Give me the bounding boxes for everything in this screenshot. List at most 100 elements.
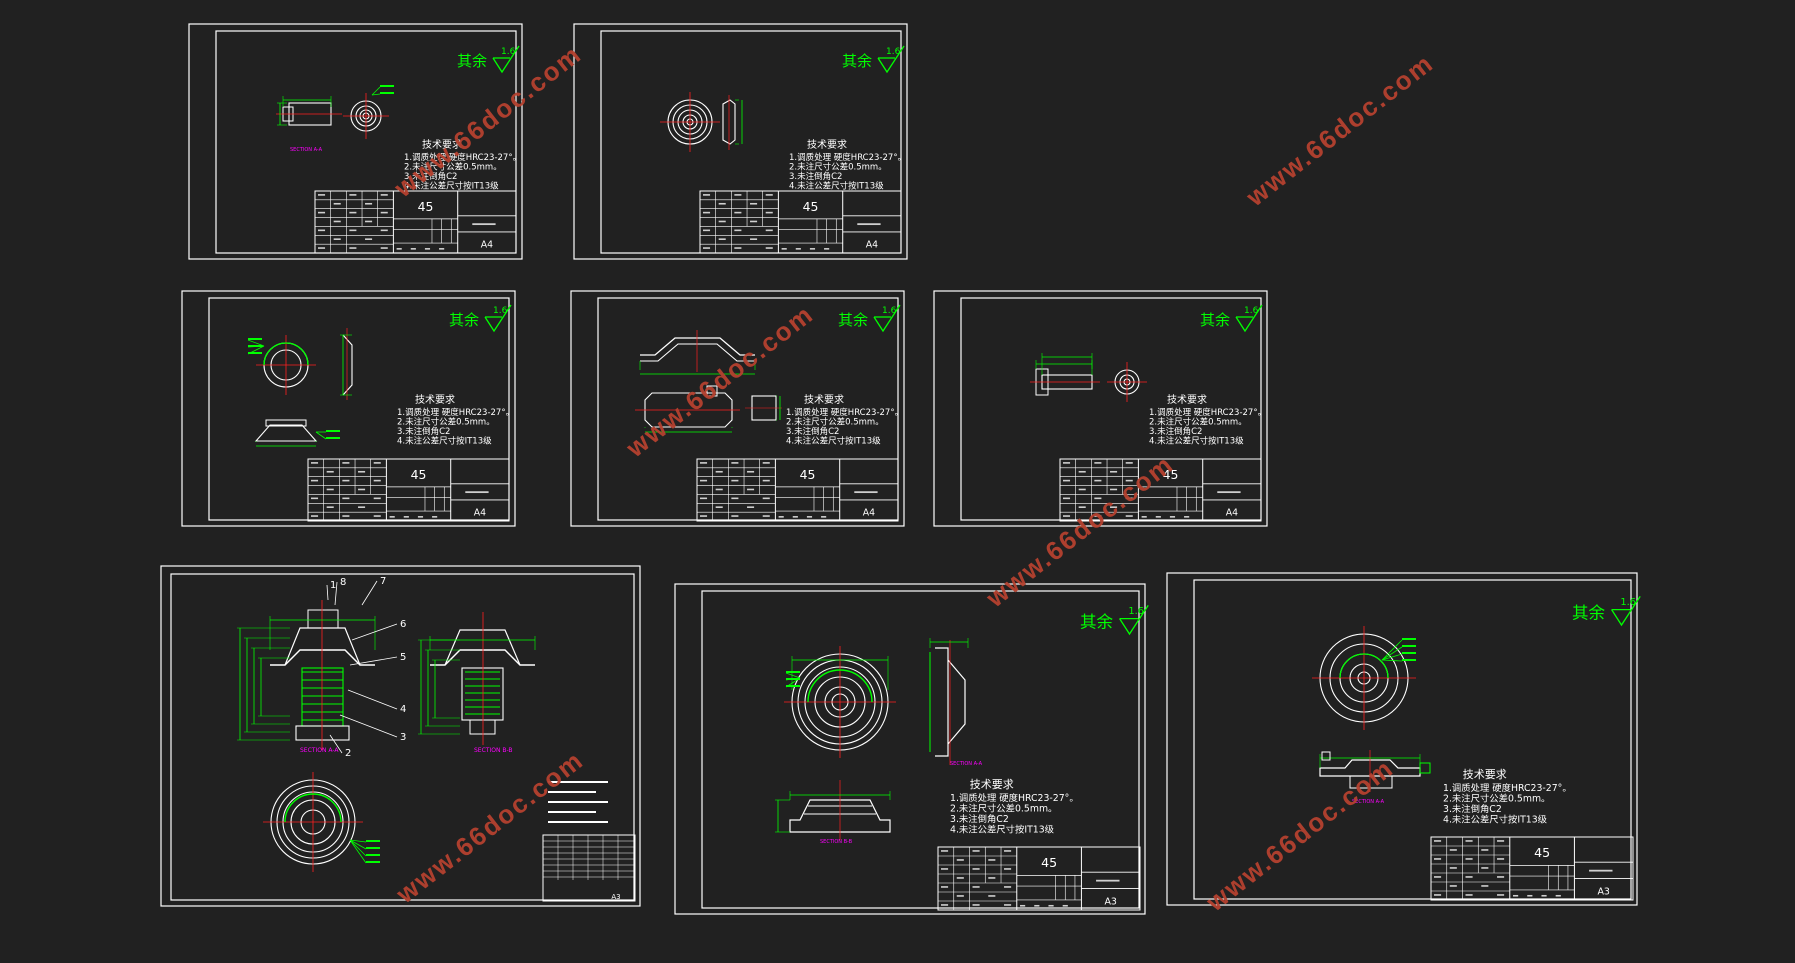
title-block-fine-print [857,223,881,226]
title-block-fine-print [956,859,964,861]
part-profile [254,424,318,442]
balloon-number: 1 [330,580,336,591]
title-block-fine-print [1184,516,1190,518]
assembly-note-line [548,821,608,823]
balloon-leader [329,734,343,754]
title-block-fine-print [342,515,350,517]
leader-line [371,86,381,96]
title-block-fine-print [311,497,319,500]
title-block-fine-print [1004,904,1012,906]
title-block-fine-print [941,886,949,888]
balloon-number: 4 [400,704,406,715]
title-block-fine-print [342,462,350,464]
title-block-fine-print [1063,497,1071,500]
title-block-fine-print [1434,894,1442,896]
roughness-value-label: 1.6 [501,47,516,57]
title-block-fine-print [472,223,496,226]
section-arc [807,669,873,703]
sheet-size-label: A4 [863,507,875,518]
title-block-fine-print [734,211,742,214]
title-block-border [937,846,1141,911]
title-block-fine-print [349,211,357,214]
tech-line: 3.未注倒角C2 [1443,803,1502,815]
title-block-fine-print [1110,488,1118,491]
dimension-value [366,840,380,842]
title-block-fine-print [349,194,357,196]
roughness-check-mark [484,304,512,333]
title-block-fine-print [747,506,755,508]
datum-box [1419,762,1431,774]
section-arc [263,342,309,366]
leader-line [1381,659,1403,662]
title-block-fine-print [1078,506,1086,508]
title-block-fine-print [1125,515,1133,517]
title-block-fine-print [972,904,980,906]
title-block-fine-print [1155,516,1161,518]
title-block-fine-print [396,248,402,250]
tech-line: 2.未注尺寸公差0.5mm。 [1443,793,1550,805]
leader-line [1381,653,1403,661]
part-profile [644,392,733,428]
sheet-outer-border [674,583,1146,915]
dimension-value [1402,645,1416,647]
tech-line: 4.未注公差尺寸按IT13级 [404,181,499,192]
title-block-fine-print [1449,849,1457,851]
sheet-outer-border [1166,572,1638,906]
title-block-fine-print [410,248,416,250]
assembly-note-line [548,781,608,783]
assembly-note-line [548,791,596,793]
title-block-fine-print [380,247,388,249]
side-view: SECTION A-A [276,96,342,153]
sheet-outer-border [160,565,641,907]
sheet-size-label: A4 [481,239,493,250]
sheet-inner-frame [701,590,1140,909]
title-block-fine-print [1078,488,1086,491]
title-block-fine-print [311,462,319,464]
title-block-fine-print [750,202,758,205]
title-block-fine-print [734,229,742,232]
title-block-fine-print [1078,470,1086,473]
tech-line: 2.未注尺寸公差0.5mm。 [404,162,502,173]
title-block-fine-print [1063,462,1071,464]
title-block-fine-print [734,247,742,249]
roughness-note-label: 其余 [1080,612,1114,631]
sheet-inner-frame [208,297,510,521]
section-arc [284,793,342,823]
sheet-size-label: A3 [1104,896,1116,907]
tech-line: 3.未注倒角C2 [786,426,839,437]
plan-view [1107,362,1147,402]
balloon-number: 3 [400,732,406,743]
title-block-fine-print [417,516,424,518]
dimension-value [786,671,800,673]
dimension-value [366,861,380,863]
plan-view [660,92,720,152]
section-label: SECTION B-B [820,839,853,845]
title-block-fine-print [824,248,830,250]
roughness-check-mark [1119,605,1149,636]
title-block-fine-print [1125,462,1133,464]
title-block-fine-print [821,516,827,518]
balloon-leader [349,656,398,666]
title-block-fine-print [1481,885,1489,887]
sheet-size-label: A4 [866,239,878,250]
title-block-fine-print [1063,479,1071,482]
title-block-fine-print [1034,904,1040,907]
title-block-fine-print [956,877,964,879]
title-block-fine-print [333,220,341,223]
title-block-fine-print [1513,894,1519,897]
roughness-note-label: 其余 [838,311,868,329]
title-block-fine-print [762,479,770,482]
tech-line: 2.未注尺寸公差0.5mm。 [786,417,884,428]
roughness-value-label: 1.6 [1620,597,1636,608]
